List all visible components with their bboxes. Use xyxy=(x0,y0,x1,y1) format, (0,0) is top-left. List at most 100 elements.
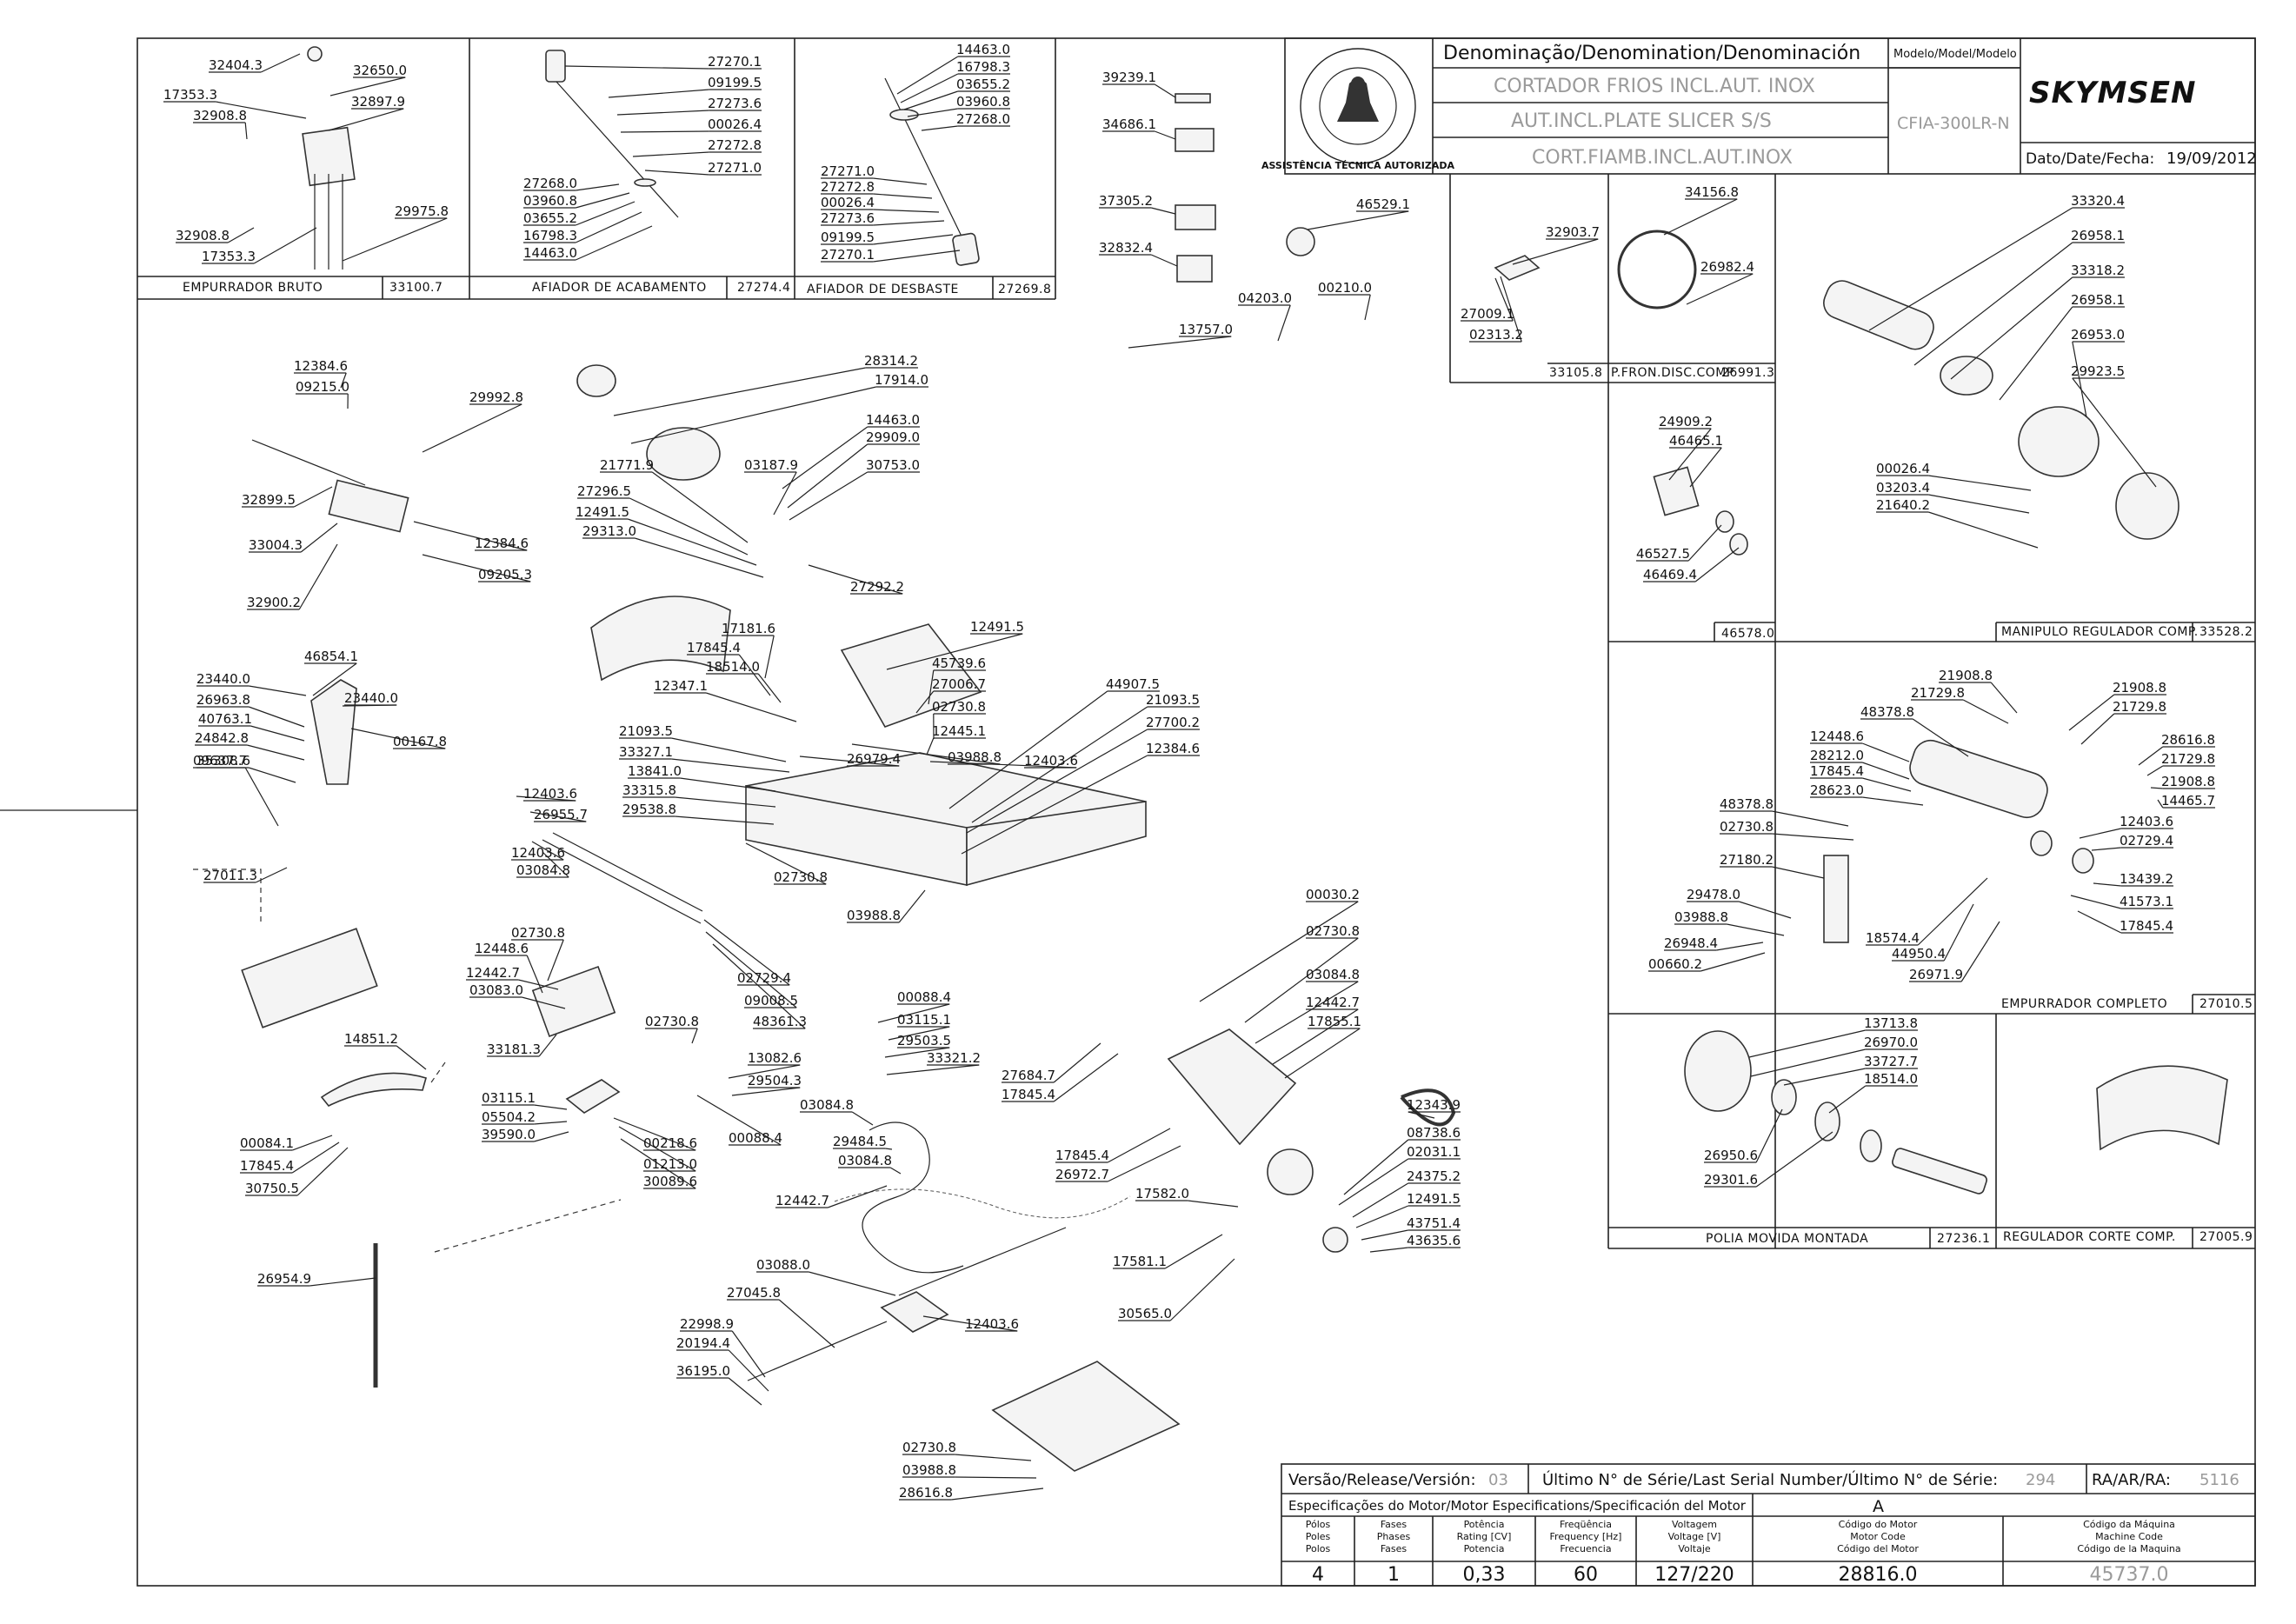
part-number-label: 17845.4 xyxy=(687,640,741,656)
leader-line xyxy=(728,1377,762,1406)
part-number-label: 03655.2 xyxy=(956,77,1010,92)
leader-line xyxy=(873,177,928,185)
leader-line xyxy=(1755,1131,1833,1188)
part-number-label: 03083.0 xyxy=(469,982,523,998)
part-number-label: 17855.1 xyxy=(1308,1014,1361,1029)
leader-line xyxy=(773,471,797,516)
leader-line xyxy=(1494,277,1514,322)
leader-line xyxy=(293,486,333,508)
part-number-label: 14465.7 xyxy=(2161,793,2215,809)
leader-line xyxy=(342,704,397,707)
leader-line xyxy=(1739,901,1792,919)
leader-line xyxy=(745,842,827,885)
caption-empurrador-completo: EMPURRADOR COMPLETO xyxy=(2001,997,2167,1011)
part-number-label: 33318.2 xyxy=(2071,263,2125,278)
part-number-label: 34156.8 xyxy=(1685,184,1739,200)
leader-line xyxy=(2146,765,2164,776)
leader-line xyxy=(1272,1008,1359,1065)
leader-line xyxy=(778,1299,835,1348)
leader-line xyxy=(1861,742,1910,762)
part-number-label: 26971.9 xyxy=(1909,967,1963,982)
part-number-label: 02729.4 xyxy=(737,970,791,986)
part-number-label: 17353.3 xyxy=(202,249,256,264)
part-number-label: 13439.2 xyxy=(2120,871,2173,887)
part-number-label: 32908.8 xyxy=(176,228,230,243)
part-number-label: 44907.5 xyxy=(1106,676,1160,692)
leader-line xyxy=(244,767,279,827)
leader-line xyxy=(1343,1139,1409,1195)
leader-line xyxy=(2079,828,2121,839)
leader-line xyxy=(296,1147,349,1196)
leader-line xyxy=(764,635,775,679)
leader-line xyxy=(1053,1053,1119,1102)
leader-line xyxy=(888,1026,950,1041)
part-number-label: 03655.2 xyxy=(523,210,577,226)
leader-line xyxy=(613,367,866,416)
part-number-label: 27684.7 xyxy=(1002,1068,1055,1083)
leader-line xyxy=(531,841,564,861)
part-number-label: 43751.4 xyxy=(1407,1215,1461,1231)
leader-line xyxy=(1917,877,1988,946)
ra-value: 5116 xyxy=(2200,1471,2239,1489)
part-number-label: 23440.0 xyxy=(196,671,250,687)
product-name-pt: CORTADOR FRIOS INCL.AUT. INOX xyxy=(1494,76,1815,97)
motor-code-label-pt: Código do Motor xyxy=(1839,1519,1918,1530)
part-number-label: 26963.8 xyxy=(196,692,250,708)
motor-column-headers: Pólos Poles Polos Fases Phases Fases Pot… xyxy=(1306,1519,2181,1554)
part-number-label: 33727.7 xyxy=(1864,1054,1918,1069)
leader-line xyxy=(955,1476,1037,1479)
leader-line xyxy=(620,130,709,133)
leader-line xyxy=(671,758,790,773)
leader-line xyxy=(248,706,305,728)
caption-polia-code: 27236.1 xyxy=(1937,1232,1990,1246)
part-number-label: 28314.2 xyxy=(864,353,918,369)
leader-line xyxy=(413,521,528,551)
leader-line xyxy=(1169,1258,1235,1321)
part-number-label: 09199.5 xyxy=(708,75,762,90)
motor-code-value: 28816.0 xyxy=(1839,1564,1918,1586)
leader-line xyxy=(885,1148,893,1150)
freq-label-es: Frecuencia xyxy=(1560,1543,1611,1554)
part-number-label: 00660.2 xyxy=(1648,956,1702,972)
leader-line xyxy=(227,227,255,243)
leader-line xyxy=(782,426,868,489)
part-number-label: 21729.8 xyxy=(2161,751,2215,767)
part-number-label: 17845.4 xyxy=(240,1158,294,1174)
part-number-label: 26950.6 xyxy=(1704,1148,1758,1163)
caption-polia: POLIA MOVIDA MONTADA xyxy=(1706,1232,1868,1246)
part-number-label: 12491.5 xyxy=(970,619,1024,635)
leader-line xyxy=(298,543,338,610)
leader-line xyxy=(1199,901,1359,1002)
part-number-label: 00026.4 xyxy=(1876,461,1930,476)
part-number-label: 26979.4 xyxy=(847,751,901,767)
leader-line xyxy=(627,518,757,566)
leader-line xyxy=(926,737,935,755)
leader-line xyxy=(1151,207,1176,215)
leader-line xyxy=(255,867,288,883)
leader-line xyxy=(703,919,790,986)
leader-line xyxy=(575,201,636,226)
power-label-en: Rating [CV] xyxy=(1457,1531,1512,1542)
sheet-border xyxy=(136,37,2256,1587)
leader-line xyxy=(2080,713,2115,745)
part-number-label: 27272.8 xyxy=(821,179,875,195)
part-number-label: 27271.0 xyxy=(821,163,875,179)
leader-line xyxy=(915,690,935,714)
caption-pfron-code-b: 26991.3 xyxy=(1721,366,1774,380)
part-number-label: 14463.0 xyxy=(956,42,1010,57)
part-number-label: 12403.6 xyxy=(511,845,565,861)
part-number-label: 12384.6 xyxy=(294,358,348,374)
part-number-label: 46527.5 xyxy=(1636,546,1690,562)
part-number-label: 13082.6 xyxy=(748,1050,802,1066)
part-number-label: 13713.8 xyxy=(1864,1015,1918,1031)
leader-line xyxy=(613,1117,696,1151)
part-number-label: 27292.2 xyxy=(850,579,904,595)
part-number-label: 02729.4 xyxy=(2120,833,2173,849)
leader-line xyxy=(886,633,1023,670)
leader-line xyxy=(534,1121,568,1125)
part-number-label: 44950.4 xyxy=(1892,946,1946,962)
leader-line xyxy=(1772,866,1825,879)
part-number-label: 27273.6 xyxy=(821,210,875,226)
caption-empurrador-bruto: EMPURRADOR BRUTO xyxy=(183,281,323,295)
